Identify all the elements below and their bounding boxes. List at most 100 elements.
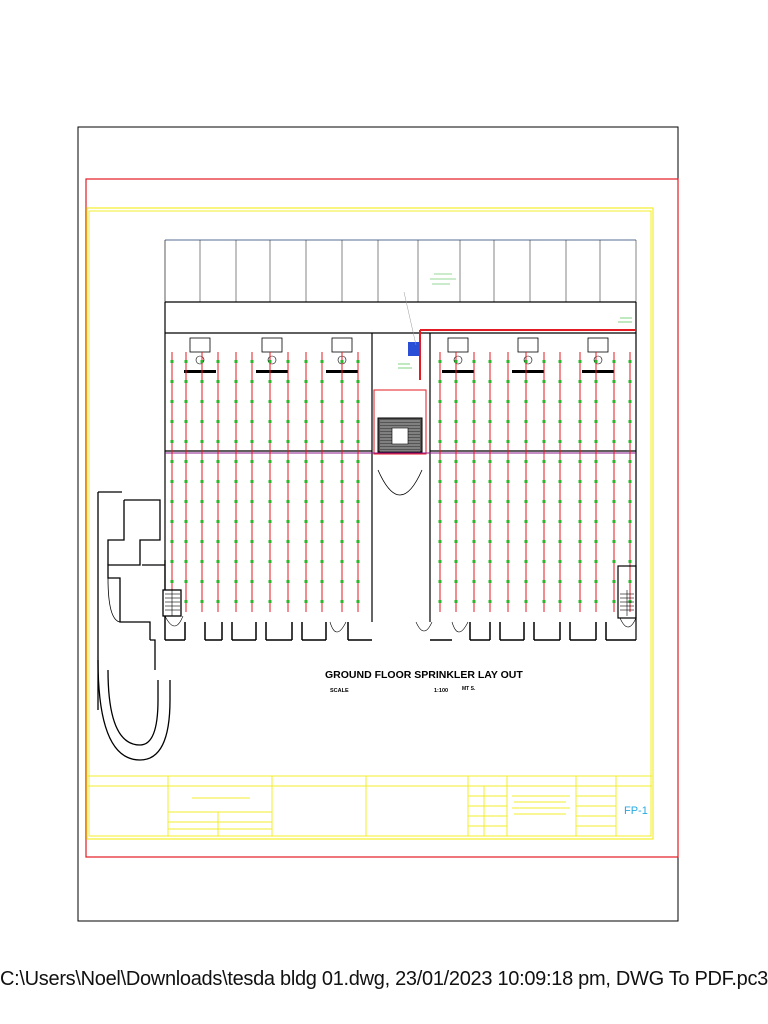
sprinkler-head: [170, 420, 174, 423]
sprinkler-head: [170, 380, 174, 383]
counter-bar: [582, 370, 614, 373]
sprinkler-head: [200, 540, 204, 543]
sprinkler-head: [454, 460, 458, 463]
sprinkler-head: [250, 580, 254, 583]
sprinkler-head: [200, 520, 204, 523]
sprinkler-head: [216, 560, 220, 563]
sprinkler-head: [340, 380, 344, 383]
sprinkler-head: [612, 420, 616, 423]
sprinkler-head: [286, 440, 290, 443]
sprinkler-head: [454, 520, 458, 523]
sprinkler-head: [542, 420, 546, 423]
sprinkler-head: [340, 560, 344, 563]
sprinkler-head: [200, 460, 204, 463]
sprinkler-head: [594, 380, 598, 383]
sprinkler-head: [320, 540, 324, 543]
sprinkler-head: [558, 600, 562, 603]
sprinkler-head: [320, 600, 324, 603]
sprinkler-head: [304, 520, 308, 523]
sprinkler-head: [234, 560, 238, 563]
sprinkler-head: [612, 600, 616, 603]
sprinkler-head: [612, 560, 616, 563]
sprinkler-head: [558, 520, 562, 523]
sprinkler-head: [356, 380, 360, 383]
sprinkler-head: [524, 440, 528, 443]
sprinkler-head: [472, 580, 476, 583]
inner-frame: [86, 207, 654, 840]
fixture-bowl: [593, 355, 603, 365]
sprinkler-head: [472, 360, 476, 363]
sprinkler-head: [304, 360, 308, 363]
sprinkler-head: [234, 600, 238, 603]
sprinkler-head: [340, 460, 344, 463]
sprinkler-head: [524, 520, 528, 523]
sprinkler-head: [438, 480, 442, 483]
sprinkler-head: [356, 560, 360, 563]
sprinkler-head: [558, 460, 562, 463]
sprinkler-head: [320, 400, 324, 403]
sprinkler-head: [524, 600, 528, 603]
sprinkler-head: [184, 500, 188, 503]
scale-label: SCALE: [330, 688, 349, 694]
counter-bar: [442, 370, 474, 373]
sprinkler-head: [612, 540, 616, 543]
sprinkler-head: [542, 540, 546, 543]
sprinkler-head: [200, 560, 204, 563]
sprinkler-head: [356, 520, 360, 523]
sprinkler-head: [234, 440, 238, 443]
sprinkler-head: [594, 560, 598, 563]
sprinkler-head: [320, 560, 324, 563]
sprinkler-head: [438, 400, 442, 403]
sprinkler-head: [268, 400, 272, 403]
sprinkler-head: [506, 380, 510, 383]
right-stair: [617, 565, 637, 628]
sprinkler-head: [286, 420, 290, 423]
sprinkler-head: [170, 580, 174, 583]
main-staircase: [373, 389, 427, 496]
sprinkler-head: [594, 480, 598, 483]
sprinkler-head: [594, 400, 598, 403]
sprinkler-head: [506, 460, 510, 463]
sprinkler-head: [558, 540, 562, 543]
sprinkler-head: [594, 520, 598, 523]
sprinkler-head: [506, 560, 510, 563]
sprinkler-head: [234, 460, 238, 463]
sprinkler-head: [184, 420, 188, 423]
sprinkler-head: [542, 380, 546, 383]
sprinkler-head: [216, 460, 220, 463]
sprinkler-head: [200, 360, 204, 363]
sprinkler-head: [184, 520, 188, 523]
sprinkler-head: [286, 540, 290, 543]
sprinkler-head: [506, 420, 510, 423]
sprinkler-head: [454, 540, 458, 543]
sprinkler-head: [234, 360, 238, 363]
sprinkler-head: [628, 540, 632, 543]
sprinkler-head: [340, 580, 344, 583]
sprinkler-head: [454, 360, 458, 363]
sprinkler-head: [234, 480, 238, 483]
sprinkler-head: [612, 380, 616, 383]
sprinkler-head: [558, 360, 562, 363]
sprinkler-head: [268, 500, 272, 503]
sprinkler-head: [472, 600, 476, 603]
sprinkler-head: [286, 520, 290, 523]
sprinkler-head: [472, 500, 476, 503]
sprinkler-head: [578, 420, 582, 423]
sprinkler-head: [524, 480, 528, 483]
sprinkler-head: [184, 460, 188, 463]
sprinkler-head: [524, 560, 528, 563]
sprinkler-head: [488, 420, 492, 423]
sprinkler-head: [628, 580, 632, 583]
sprinkler-head: [488, 500, 492, 503]
sprinkler-head: [628, 500, 632, 503]
sprinkler-head: [170, 540, 174, 543]
sprinkler-head: [234, 400, 238, 403]
fixture-box: [189, 337, 211, 353]
sprinkler-head: [184, 480, 188, 483]
sprinkler-head: [304, 600, 308, 603]
sprinkler-head: [234, 420, 238, 423]
sprinkler-head: [488, 360, 492, 363]
sprinkler-head: [286, 460, 290, 463]
sprinkler-head: [184, 380, 188, 383]
sprinkler-head: [234, 540, 238, 543]
